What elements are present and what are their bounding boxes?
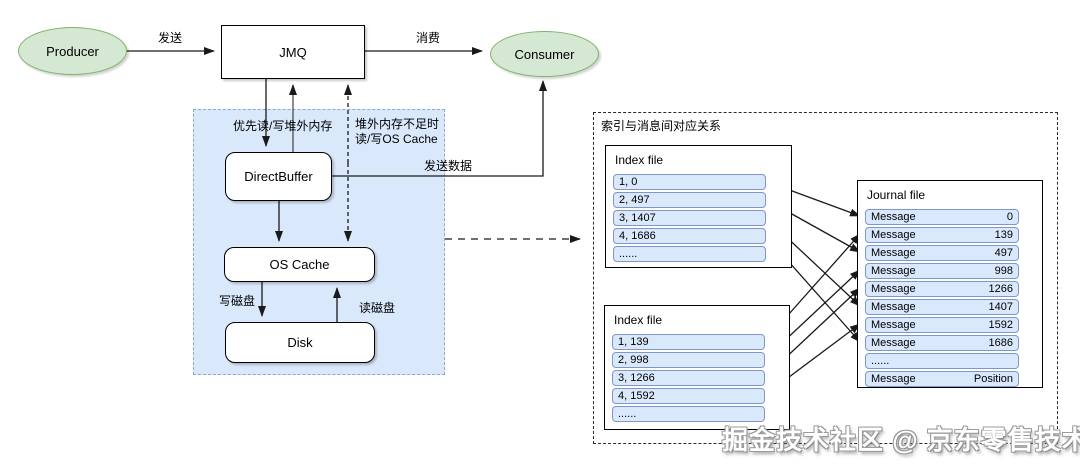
journal-entry: Message 1266 [865, 281, 1019, 297]
journal-entry-label: ...... [871, 355, 890, 367]
write-disk-label: 写磁盘 [219, 294, 256, 308]
journal-file-title: Journal file [867, 188, 926, 202]
consumer-label: Consumer [514, 46, 575, 62]
journal-entry: Message 1592 [865, 317, 1019, 333]
journal-entry-position: 1686 [988, 337, 1013, 349]
producer-node: Producer [18, 27, 127, 75]
offheap-insufficient-line2: 读/写OS Cache [355, 132, 438, 146]
journal-entry-label: Message [871, 319, 916, 331]
index-file-rows: 1, 0 2, 497 3, 1407 4, 1686...... [613, 174, 766, 264]
journal-entry-label: Message [871, 211, 916, 223]
directbuffer-node: DirectBuffer [225, 152, 332, 201]
prefer-offheap-label: 优先读/写堆外内存 [233, 119, 333, 133]
journal-entry: Message 1407 [865, 299, 1019, 315]
journal-entry-label: Message [871, 337, 916, 349]
journal-entry-position: Position [973, 373, 1013, 385]
journal-entry-position: 1592 [988, 319, 1013, 331]
journal-entry-label: Message [871, 229, 916, 241]
index-entry: 2, 998 [612, 352, 765, 368]
journal-entry-position: 497 [994, 247, 1013, 259]
directbuffer-label: DirectBuffer [244, 169, 313, 184]
journal-entry-label: Message [871, 283, 916, 295]
index-message-panel [593, 112, 1058, 444]
journal-entry: Message 0 [865, 209, 1019, 225]
producer-label: Producer [46, 43, 99, 59]
oscache-node: OS Cache [224, 247, 375, 282]
journal-entry-position: 1407 [988, 301, 1013, 313]
consumer-node: Consumer [490, 31, 599, 77]
panel-title: 索引与消息间对应关系 [601, 119, 722, 133]
journal-entry: Message 998 [865, 263, 1019, 279]
journal-entry-label: Message [871, 373, 916, 385]
index-entry: 3, 1407 [613, 210, 766, 226]
disk-node: Disk [225, 322, 375, 363]
jmq-label: JMQ [279, 44, 307, 60]
consume-edge-label: 消费 [416, 31, 441, 45]
journal-entry: Message Position [865, 371, 1019, 387]
send-edge-label: 发送 [158, 31, 183, 45]
journal-entry-position: 0 [1006, 211, 1013, 223]
journal-entry-position: 998 [994, 265, 1013, 277]
index-file-box-2: Index file 1, 139 2, 998 3, 1266 4, 1592...… [604, 305, 790, 430]
index-file-title: Index file [614, 313, 663, 327]
index-entry: ...... [612, 406, 765, 422]
index-file-box-1: Index file 1, 0 2, 497 3, 1407 4, 1686.....… [605, 145, 792, 268]
journal-entry-position: 1266 [988, 283, 1013, 295]
journal-entry: Message 1686 [865, 335, 1019, 351]
journal-entry-label: Message [871, 301, 916, 313]
index-file-rows: 1, 139 2, 998 3, 1266 4, 1592...... [612, 334, 765, 424]
index-entry: ...... [613, 246, 766, 262]
index-entry: 4, 1592 [612, 388, 765, 404]
offheap-insufficient-line1: 堆外内存不足时 [355, 117, 440, 131]
index-entry: 2, 497 [613, 192, 766, 208]
offheap-insufficient-label: 堆外内存不足时 读/写OS Cache [355, 117, 439, 147]
index-entry: 4, 1686 [613, 228, 766, 244]
index-entry: 1, 139 [612, 334, 765, 350]
oscache-label: OS Cache [269, 257, 330, 272]
read-disk-label: 读磁盘 [359, 301, 396, 315]
watermark-text: 掘金技术社区 @ 京东零售技术 [722, 425, 1080, 455]
send-data-label: 发送数据 [424, 159, 473, 173]
index-file-title: Index file [615, 153, 664, 167]
journal-entry: Message 139 [865, 227, 1019, 243]
index-entry: 1, 0 [613, 174, 766, 190]
index-entry: 3, 1266 [612, 370, 765, 386]
journal-entry: Message 497 [865, 245, 1019, 261]
journal-entry-position: 139 [994, 229, 1013, 241]
journal-entry-label: Message [871, 265, 916, 277]
disk-label: Disk [287, 335, 313, 350]
journal-entry-label: Message [871, 247, 916, 259]
journal-entry: ...... [865, 353, 1019, 369]
jmq-node: JMQ [221, 25, 365, 79]
